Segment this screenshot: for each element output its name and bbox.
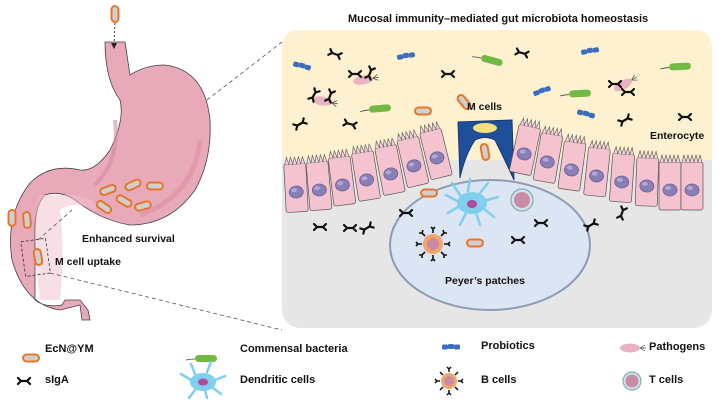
legend-label-probiotics: Probiotics [481, 340, 535, 352]
legend-label-b-cells: B cells [481, 374, 517, 386]
enhanced-survival-label: Enhanced survival [82, 233, 175, 245]
b-cell [415, 226, 451, 262]
m-cell-uptake-label: M cell uptake [55, 256, 121, 268]
enterocyte-label: Enterocyte [650, 130, 705, 142]
zoom-line-survival [37, 209, 73, 241]
legend-label-dendritic: Dendritic cells [240, 374, 316, 386]
probiotics-icon [442, 344, 460, 350]
incoming-ecn-capsule [110, 5, 120, 23]
dendritic-cell-icon [179, 360, 227, 400]
diagram-title: Mucosal immunity–mediated gut microbiota… [348, 13, 649, 25]
legend-label-commensal: Commensal bacteria [240, 343, 348, 355]
legend-icons [16, 343, 647, 400]
commensal-bacteria-icon [185, 354, 218, 363]
m-cells-label: M cells [467, 101, 503, 113]
siga-icon [16, 376, 32, 386]
peyers-patches-label: Peyer’s patches [445, 275, 525, 287]
b-cell-icon [434, 366, 464, 396]
legend-label-pathogens: Pathogens [649, 341, 706, 353]
zoom-line-bottom [49, 272, 283, 331]
legend-label-siga: sIgA [45, 374, 69, 386]
t-cell [510, 188, 534, 212]
intestine-panel [282, 30, 712, 328]
dendritic-cell [444, 177, 500, 227]
zoom-line-top [206, 41, 283, 101]
stomach-illustration [10, 41, 211, 321]
m-cell [457, 119, 515, 181]
uptake-region-box [20, 237, 51, 277]
pathogen-icon [619, 343, 647, 353]
peyers-patch [389, 179, 591, 311]
t-cell-icon [622, 371, 642, 391]
legend-label-t-cells: T cells [649, 374, 684, 386]
legend-label-ecn-ym: EcN@YM [45, 343, 94, 355]
ecn-ym-capsule-icon [22, 353, 40, 363]
